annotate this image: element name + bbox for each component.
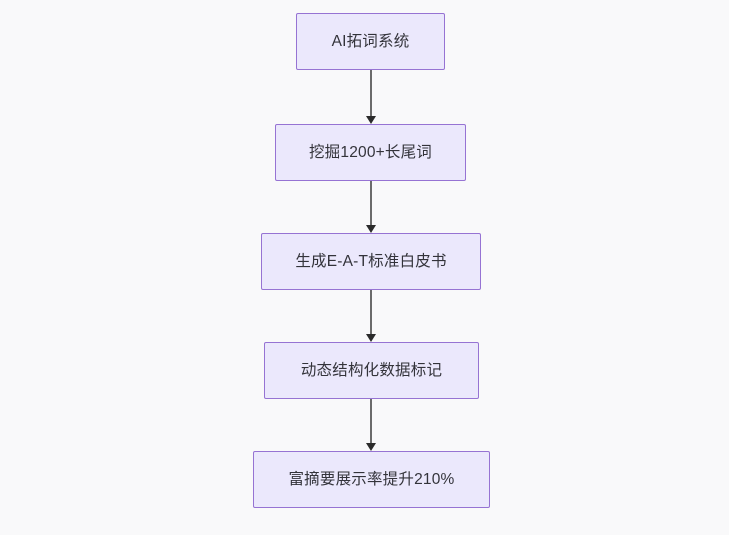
arrowhead-icon xyxy=(365,334,376,342)
flow-node-mine-longtail-keywords[interactable]: 挖掘1200+长尾词 xyxy=(275,124,466,181)
arrowhead-icon xyxy=(365,225,376,233)
flow-node-generate-eat-whitepaper[interactable]: 生成E-A-T标准白皮书 xyxy=(261,233,481,290)
node-label: 动态结构化数据标记 xyxy=(300,361,443,379)
node-label: AI拓词系统 xyxy=(331,32,410,50)
node-label: 富摘要展示率提升210% xyxy=(288,470,455,488)
flow-node-ai-keyword-system[interactable]: AI拓词系统 xyxy=(296,13,445,70)
edge-line xyxy=(370,399,372,443)
edge-line xyxy=(370,70,372,116)
flow-node-dynamic-structured-data-markup[interactable]: 动态结构化数据标记 xyxy=(264,342,479,399)
arrowhead-icon xyxy=(365,443,376,451)
node-label: 生成E-A-T标准白皮书 xyxy=(295,252,447,270)
edge-line xyxy=(370,181,372,225)
node-label: 挖掘1200+长尾词 xyxy=(308,143,433,161)
arrowhead-icon xyxy=(365,116,376,124)
flow-node-rich-snippet-rate-increase[interactable]: 富摘要展示率提升210% xyxy=(253,451,490,508)
edge-line xyxy=(370,290,372,334)
